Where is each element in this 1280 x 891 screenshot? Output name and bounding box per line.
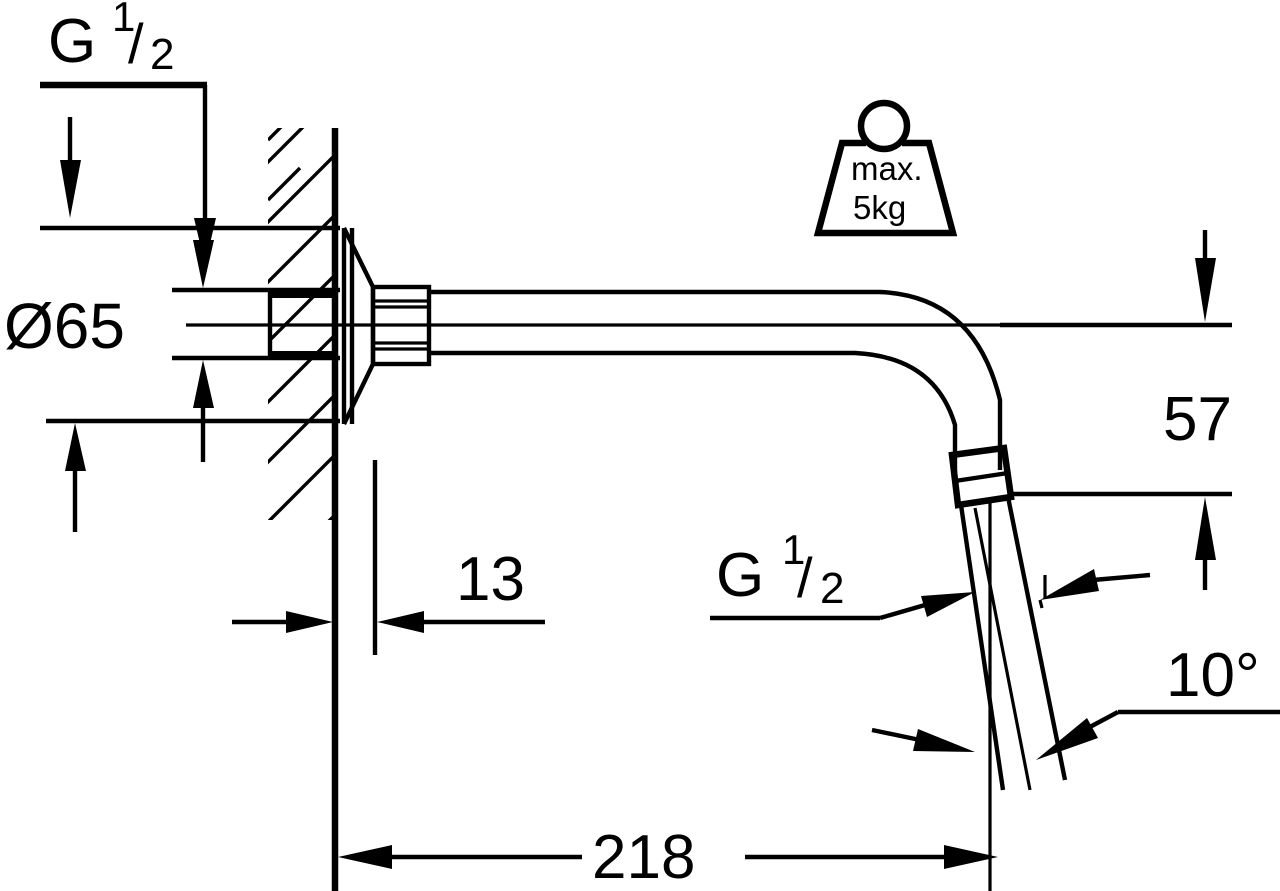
inlet-thread-slash: /	[128, 12, 144, 75]
angle-upper-tail	[1038, 599, 1044, 609]
inlet-thread-numerator: 1	[112, 0, 135, 40]
weight-label-line2: 5kg	[853, 189, 906, 226]
wall-offset-arrow-right	[377, 611, 424, 633]
inlet-nipple-top	[268, 290, 335, 298]
height-drop-label: 57	[1163, 385, 1232, 454]
inlet-nipple-bottom	[268, 351, 335, 359]
diameter-label: Ø65	[4, 290, 125, 362]
angle-lower-arrow	[913, 729, 975, 752]
max-load-weight-symbol	[813, 99, 958, 237]
outlet-thread-numerator: 1	[782, 526, 805, 573]
outlet-tube-right-edge	[1005, 496, 1068, 781]
outlet-leader-arrow	[921, 592, 975, 617]
weight-label-line1: max.	[851, 150, 923, 187]
angle-witness-line	[973, 507, 1032, 791]
projection-arrow-right	[944, 845, 998, 869]
projection-arrow-left	[338, 845, 392, 869]
weight-hook-ring	[857, 99, 911, 153]
inlet-leader-arrow-left	[60, 160, 81, 218]
height-drop-arrow-top	[1195, 258, 1216, 322]
outlet-thread-leader	[710, 592, 975, 621]
inlet-thread-denominator: 2	[150, 30, 174, 79]
outlet-thread-label: G 1 / 2	[716, 526, 844, 613]
diameter-arrow-lowest	[65, 423, 86, 471]
height-drop-dimension	[1000, 230, 1232, 590]
arm-outer-upper-edge	[429, 289, 1003, 470]
diameter-dimension	[46, 240, 340, 532]
angle-indicators	[871, 507, 1280, 791]
angle-label: 10°	[1166, 641, 1260, 710]
spout-body	[267, 227, 1068, 891]
outlet-leader-slant	[879, 602, 926, 621]
wall-hatching	[268, 128, 335, 520]
diameter-arrow-bottom	[193, 360, 214, 408]
angle-upper-arrow	[1040, 569, 1099, 600]
height-drop-arrow-bottom	[1195, 497, 1216, 560]
outlet-collar-nut	[948, 444, 1015, 509]
projection-dimension	[338, 845, 998, 869]
arm-inner-lower-edge	[429, 350, 958, 482]
outlet-thread-symbol: G	[716, 541, 764, 610]
inlet-thread-symbol: G	[48, 7, 96, 76]
outlet-tube-left-edge	[958, 504, 1006, 791]
wall-offset-dimension	[232, 460, 545, 655]
wall-offset-label: 13	[456, 545, 525, 614]
angle-upper-leader	[1092, 572, 1151, 583]
outlet-thread-denominator: 2	[820, 564, 844, 613]
angle-right-arrow	[1036, 718, 1098, 760]
wall-section	[268, 128, 339, 891]
diameter-arrow-top	[193, 240, 214, 288]
angle-right-leader-slant	[1086, 710, 1120, 730]
inlet-thread-label: G 1 / 2	[48, 0, 174, 79]
wall-offset-arrow-left	[286, 611, 333, 633]
angle-lower-leader	[871, 727, 921, 743]
projection-label: 218	[592, 823, 695, 891]
outlet-thread-slash: /	[797, 546, 813, 609]
